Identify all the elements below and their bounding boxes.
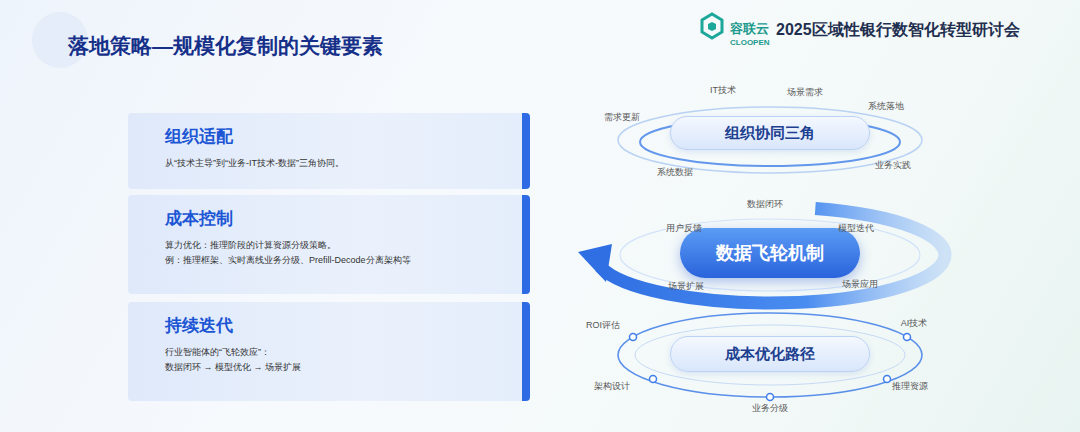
node-heading: 数据飞轮机制 <box>716 241 824 265</box>
node-body: 例：推理框架、实时离线业务分级、Prefill-Decode分离架构等 <box>165 253 435 268</box>
node-heading: 成本优化路径 <box>725 345 815 364</box>
ring-label: 架构设计 <box>594 382 630 391</box>
stage-pill: 数据飞轮机制 <box>680 228 860 278</box>
ring-label: 用户反馈 <box>666 224 702 233</box>
ring-label: 需求更新 <box>604 113 640 122</box>
ring-label: 业务实践 <box>875 161 911 170</box>
node-heading: 组织协同三角 <box>725 124 815 143</box>
node-body: 从“技术主导”到“业务-IT技术-数据”三角协同。 <box>165 156 435 171</box>
logo-icon <box>702 14 722 38</box>
strategy-card: 组织适配从“技术主导”到“业务-IT技术-数据”三角协同。 <box>128 113 530 189</box>
ring-label: 系统数据 <box>657 168 693 177</box>
ring-label: 模型迭代 <box>838 224 874 233</box>
ring-label: IT技术 <box>710 86 736 95</box>
ring-label: 场景扩展 <box>668 282 704 291</box>
header-text: CLOOPEN <box>730 39 770 47</box>
ring-bottom <box>618 313 922 401</box>
ring-label: 场景需求 <box>787 88 823 97</box>
ring-label: 场景应用 <box>842 280 878 289</box>
ring-label: 业务分级 <box>752 404 788 413</box>
ring-label: AI技术 <box>901 319 928 328</box>
ring-label: 数据闭环 <box>747 200 783 209</box>
header-text: 容联云 <box>730 22 769 35</box>
node-heading: 成本控制 <box>165 207 512 230</box>
ring-label: 系统落地 <box>868 102 904 111</box>
title: 落地策略—规模化复制的关键要素 <box>68 32 383 60</box>
strategy-card: 持续迭代行业智能体的“飞轮效应”：数据闭环 → 模型优化 → 场景扩展 <box>128 302 530 401</box>
ring-label: ROI评估 <box>586 321 620 330</box>
strategy-card: 成本控制算力优化：推理阶段的计算资源分级策略。例：推理框架、实时离线业务分级、P… <box>128 195 530 294</box>
stage-pill: 组织协同三角 <box>670 116 870 150</box>
node-heading: 组织适配 <box>165 125 512 148</box>
ring-label: 推理资源 <box>892 382 928 391</box>
node-heading: 持续迭代 <box>165 314 512 337</box>
flywheel-arrow <box>578 209 945 303</box>
header-text: 2025区域性银行数智化转型研讨会 <box>776 22 1020 38</box>
node-body: 行业智能体的“飞轮效应”： <box>165 345 435 360</box>
node-body: 数据闭环 → 模型优化 → 场景扩展 <box>165 360 435 375</box>
node-body: 算力优化：推理阶段的计算资源分级策略。 <box>165 238 435 253</box>
ring-top <box>618 107 922 173</box>
stage-pill: 成本优化路径 <box>670 336 870 372</box>
